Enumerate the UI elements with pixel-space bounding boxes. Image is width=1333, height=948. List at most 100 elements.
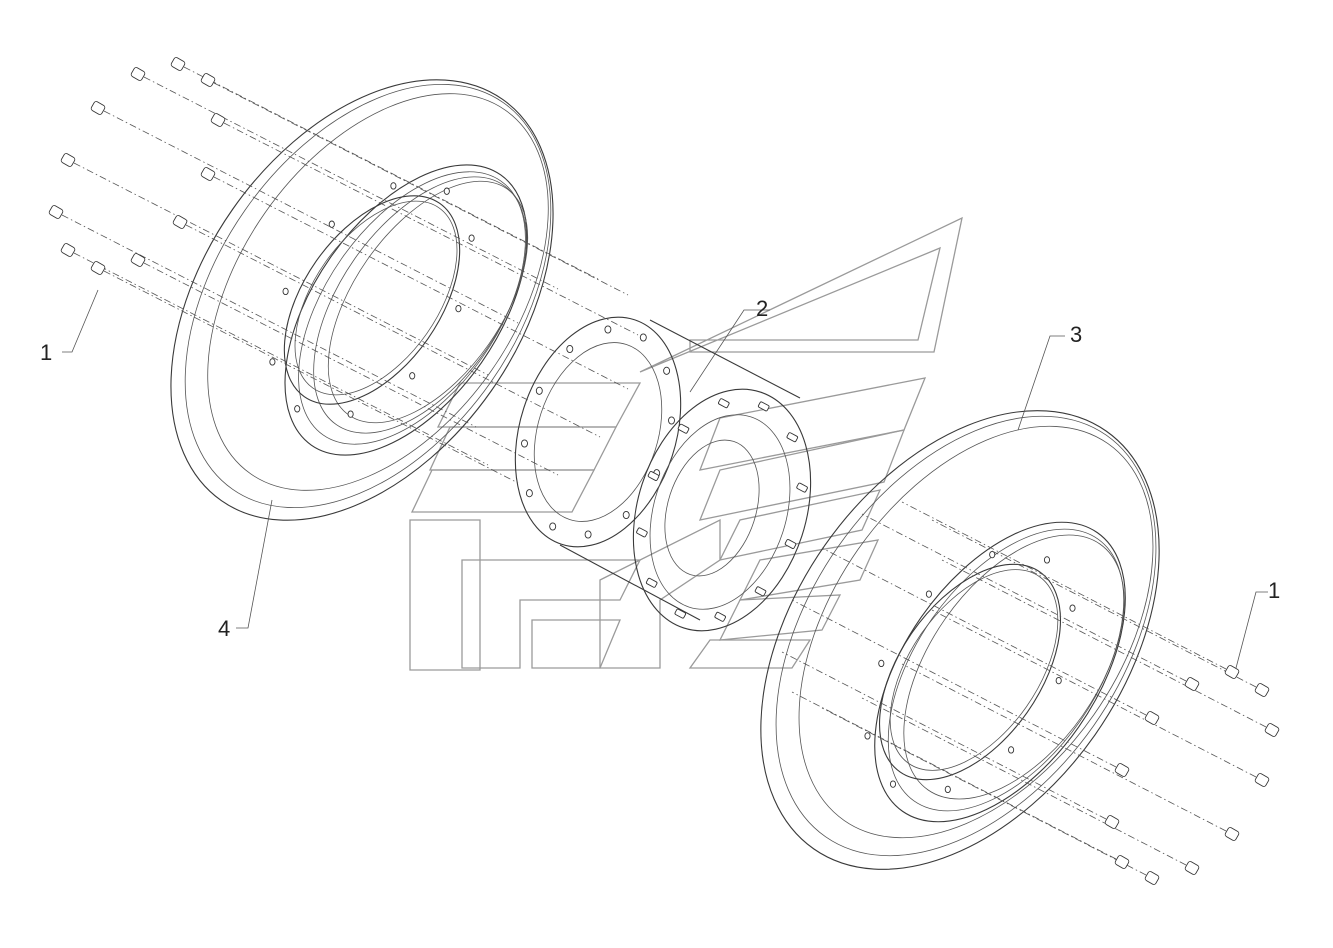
centerline — [61, 214, 477, 428]
bolt-hole — [347, 410, 354, 418]
centerline — [213, 82, 629, 296]
bolt-hole — [1008, 746, 1015, 754]
hex-nut — [1254, 773, 1270, 787]
callout-right-wheel: 3 — [1070, 322, 1083, 347]
hex-nut — [1224, 665, 1240, 679]
hex-nut — [60, 243, 76, 257]
hex-nut — [1114, 763, 1130, 777]
callout-hub-spacer: 2 — [756, 296, 769, 321]
flange-hole — [622, 510, 630, 520]
centerline — [941, 559, 1267, 728]
centerline — [821, 547, 1147, 716]
centerline — [781, 651, 1107, 820]
bolt-hole — [864, 732, 871, 740]
flange-hole — [535, 386, 543, 395]
wheel-stud — [714, 611, 726, 622]
flange-hole — [549, 522, 557, 531]
callout-nut-right: 1 — [1268, 578, 1281, 603]
flange-hole — [639, 333, 647, 342]
bolt-hole — [925, 590, 932, 598]
leader-lines — [62, 289, 1268, 669]
hex-nut — [1224, 827, 1240, 841]
hex-nut — [170, 57, 186, 71]
wheel-nuts — [48, 57, 1280, 885]
hex-nut — [172, 215, 188, 229]
flange-hole — [604, 325, 612, 334]
bolt-hole — [1069, 604, 1076, 612]
hex-nut — [1264, 723, 1280, 737]
hex-nut — [1254, 683, 1270, 697]
wheel-stud — [645, 577, 658, 588]
centerline — [901, 501, 1227, 670]
flange-hole — [663, 366, 671, 375]
centerline — [931, 609, 1257, 778]
bolt-hole — [390, 182, 397, 190]
centerline — [861, 513, 1187, 682]
wheel-stud — [674, 608, 687, 619]
centerline — [791, 691, 1117, 860]
centerline — [861, 697, 1187, 866]
centerline — [791, 599, 1117, 768]
bolt-hole — [878, 659, 885, 668]
centerline — [73, 162, 489, 376]
right-wheel — [760, 410, 1160, 870]
flange-hole — [566, 344, 574, 354]
hub-spacer — [514, 316, 812, 632]
flange-hole — [525, 489, 533, 498]
wheel-stud — [784, 539, 797, 549]
wheel-stud — [636, 527, 648, 538]
hex-nut — [210, 113, 226, 127]
bolt-hole — [455, 304, 462, 313]
bolt-hole — [328, 220, 335, 228]
hex-nut — [1184, 677, 1200, 691]
centerline — [931, 519, 1257, 688]
bolt-hole — [1055, 676, 1062, 685]
hex-nut — [1184, 861, 1200, 875]
wheel-stud — [786, 432, 799, 443]
centerline — [901, 663, 1227, 832]
callout-left-wheel: 4 — [218, 616, 231, 641]
bolt-hole — [889, 780, 897, 788]
bolt-hole — [282, 287, 289, 296]
wheel-stud — [757, 401, 770, 412]
bolt-hole — [269, 358, 276, 366]
hex-nut — [48, 205, 64, 219]
centerline — [73, 252, 489, 466]
hex-nut — [1144, 871, 1160, 885]
left-wheel — [170, 79, 554, 521]
wheel-stud — [796, 482, 808, 493]
centerline — [185, 224, 601, 438]
hex-nut — [200, 73, 216, 87]
wheel-stud — [754, 586, 767, 597]
centerline — [213, 176, 629, 390]
bolt-hole — [468, 234, 475, 242]
hex-nut — [90, 261, 106, 275]
flange-hole — [584, 530, 592, 539]
bolt-hole — [944, 785, 951, 794]
centerline — [143, 262, 559, 476]
bolt-hole — [294, 405, 301, 413]
hex-nut — [200, 167, 216, 181]
hex-nut — [1104, 815, 1120, 829]
watermark-logo — [409, 216, 963, 671]
wheel-stud — [718, 398, 730, 409]
centerline — [821, 707, 1147, 876]
hex-nut — [1144, 711, 1160, 725]
bolt-hole — [409, 372, 416, 380]
centerline — [103, 270, 519, 484]
hex-nut — [60, 153, 76, 167]
centerlines — [61, 66, 1267, 876]
hex-nut — [130, 253, 146, 267]
hex-nut — [1114, 855, 1130, 869]
centerline — [103, 110, 519, 324]
callout-nut-left: 1 — [40, 340, 53, 365]
hex-nut — [90, 101, 106, 115]
bolt-hole — [443, 187, 450, 195]
centerline — [143, 76, 559, 290]
flange-hole — [668, 416, 675, 425]
hex-nut — [130, 67, 146, 81]
bolt-hole — [1043, 556, 1051, 564]
wheel-stud — [677, 423, 690, 434]
